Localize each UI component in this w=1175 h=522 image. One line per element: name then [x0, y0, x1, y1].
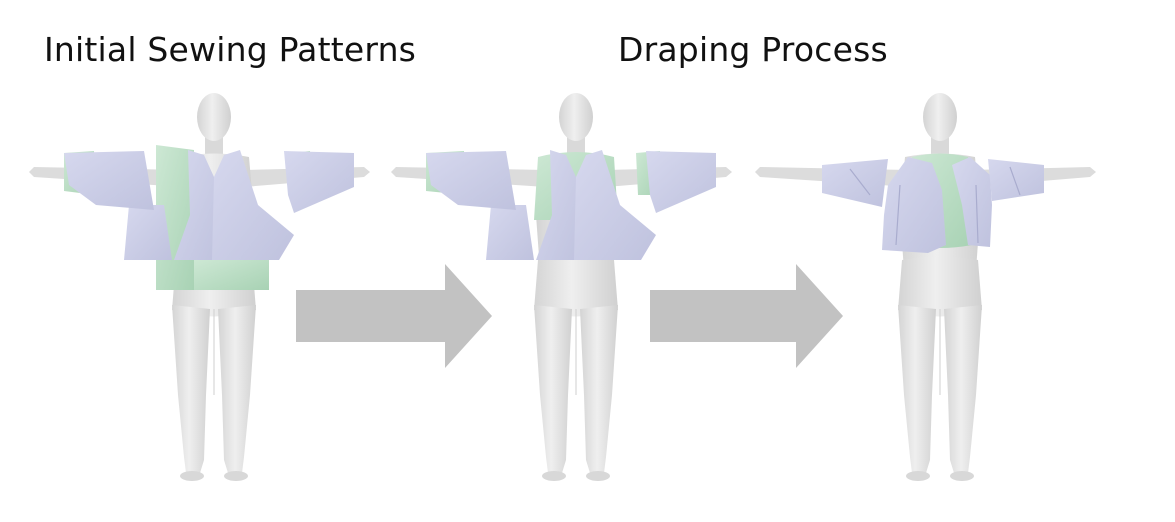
draped-sleeve-right: [988, 159, 1044, 201]
arrow-right-2: [650, 264, 843, 368]
figure-intermediate-draping: [390, 92, 733, 482]
pattern-sleeve-left: [64, 151, 154, 210]
pattern-sleeve-right: [646, 151, 716, 213]
draped-jacket-left: [882, 157, 946, 253]
draped-sleeve-left: [822, 159, 888, 207]
pattern-panel-back-lavender: [486, 205, 534, 260]
figure-initial-sewing-patterns: [28, 92, 371, 482]
pattern-front-right: [574, 150, 656, 260]
pattern-front-left: [536, 150, 581, 260]
figure-draped-result: [754, 92, 1097, 482]
pattern-panel-back-lavender: [124, 205, 172, 260]
pattern-sleeve-right: [284, 151, 354, 213]
draped-jacket-right: [952, 157, 992, 247]
pattern-panel-back-hem: [194, 260, 269, 290]
title-draping-process: Draping Process: [618, 30, 888, 69]
title-initial-sewing-patterns: Initial Sewing Patterns: [44, 30, 417, 69]
arrow-right-1: [296, 264, 492, 368]
pattern-front-left: [174, 150, 219, 260]
pattern-front-right: [212, 150, 294, 260]
pattern-sleeve-left: [426, 151, 516, 210]
